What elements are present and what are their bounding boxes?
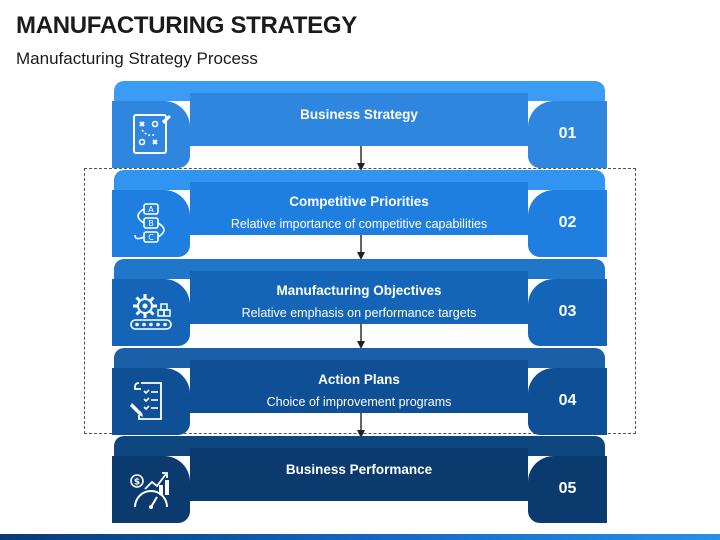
step-description: Relative emphasis on performance targets [241,306,477,320]
flow-arrow [357,324,365,349]
step-01: Business Strategy 01 [112,81,607,168]
step-icon-cap [112,368,190,435]
step-number: 02 [558,214,577,231]
step-number-cap: 01 [528,101,607,168]
flow-arrow [357,413,365,438]
step-title: Competitive Priorities [289,194,429,209]
step-icon-cap: A B C [112,190,190,257]
step-03: Manufacturing Objectives Relative emphas… [112,259,607,346]
step-number-cap: 04 [528,368,607,435]
step-05: Business Performance $ 05 [112,436,607,523]
step-title: Business Strategy [300,107,418,122]
step-title: Manufacturing Objectives [276,283,442,298]
step-band: Competitive Priorities Relative importan… [190,182,528,235]
flow-arrow [357,146,365,171]
svg-text:C: C [148,233,154,242]
abc-priorities-icon: A B C [134,203,165,243]
bottom-accent-bar [0,534,720,540]
step-band: Manufacturing Objectives Relative emphas… [190,271,528,324]
step-band: Business Performance [190,448,528,501]
svg-text:A: A [148,205,154,214]
gear-conveyor-icon [130,294,172,330]
svg-text:B: B [148,219,154,228]
step-title: Business Performance [285,462,433,477]
step-description: Relative importance of competitive capab… [230,217,488,231]
page-title: MANUFACTURING STRATEGY [16,12,357,39]
step-number: 05 [558,480,577,497]
page-subtitle: Manufacturing Strategy Process [16,49,258,68]
step-02: Competitive Priorities Relative importan… [112,170,607,257]
step-number-cap: 02 [528,190,607,257]
step-04: Action Plans Choice of improvement progr… [112,348,607,435]
step-band: Action Plans Choice of improvement progr… [190,360,528,413]
step-number: 03 [558,303,577,320]
strategy-board-icon [133,114,171,154]
performance-chart-icon: $ [130,472,169,509]
flow-arrow [357,235,365,260]
step-description: Choice of improvement programs [266,395,452,409]
step-number-cap: 05 [528,456,607,523]
step-band: Business Strategy [190,93,528,146]
svg-text:$: $ [134,478,140,488]
step-number: 04 [558,392,577,409]
step-number-cap: 03 [528,279,607,346]
step-title: Action Plans [318,372,400,387]
checklist-pen-icon [130,382,162,420]
step-icon-cap [112,279,190,346]
step-icon-cap [112,101,190,168]
step-icon-cap: $ [112,456,190,523]
step-number: 01 [558,125,577,142]
